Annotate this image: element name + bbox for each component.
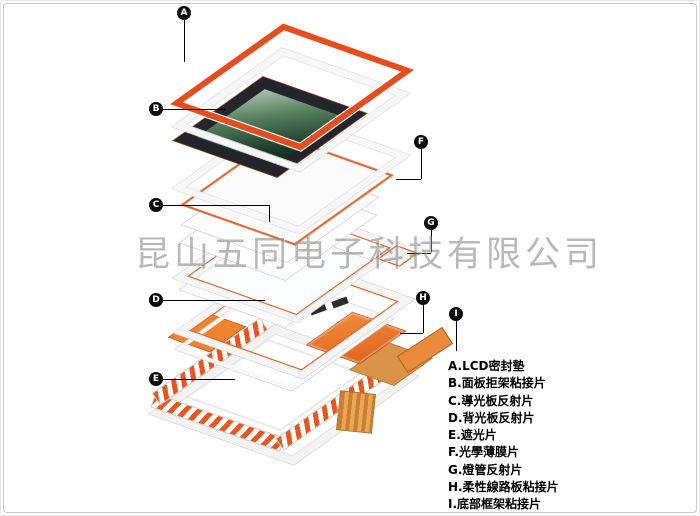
leader-line-e — [163, 379, 235, 380]
callout-h: H — [416, 291, 430, 305]
legend-item: D.背光板反射片 — [448, 410, 535, 425]
legend-item: B.面板拒架粘接片 — [448, 376, 546, 391]
leader-line-a — [184, 20, 185, 62]
legend-item: H.柔性線路板粘接片 — [448, 480, 559, 495]
legend: A.LCD密封墊 B.面板拒架粘接片 C.導光板反射片 D.背光板反射片 E.遮… — [448, 358, 559, 514]
leader-line-g2 — [407, 253, 431, 254]
callout-c: C — [149, 198, 163, 212]
leader-line-f — [421, 149, 422, 179]
callout-i: I — [449, 307, 463, 321]
leader-line-h2 — [400, 333, 423, 334]
leader-line-g — [431, 230, 432, 253]
callout-e: E — [149, 372, 163, 386]
legend-item: A.LCD密封墊 — [448, 359, 525, 373]
leader-line-i — [456, 321, 457, 351]
callout-a: A — [177, 6, 191, 20]
legend-item: I.底部框架粘接片 — [448, 497, 542, 512]
callout-g: G — [424, 216, 438, 230]
leader-line-c2 — [269, 205, 270, 222]
legend-item: E.遮光片 — [448, 428, 497, 443]
flex-cable-connector — [336, 390, 376, 434]
leader-line-c — [163, 205, 269, 206]
leader-line-f2 — [396, 179, 421, 180]
leader-line-h — [423, 305, 424, 333]
callout-d: D — [149, 293, 163, 307]
callout-f: F — [414, 135, 428, 149]
legend-item: C.導光板反射片 — [448, 393, 534, 408]
leader-line-d — [163, 300, 265, 301]
legend-item: G.燈管反射片 — [448, 462, 523, 477]
callout-b: B — [149, 102, 163, 116]
leader-line-b — [163, 109, 225, 110]
canvas-inner-border — [3, 3, 697, 513]
legend-item: F.光學薄膜片 — [448, 445, 519, 460]
